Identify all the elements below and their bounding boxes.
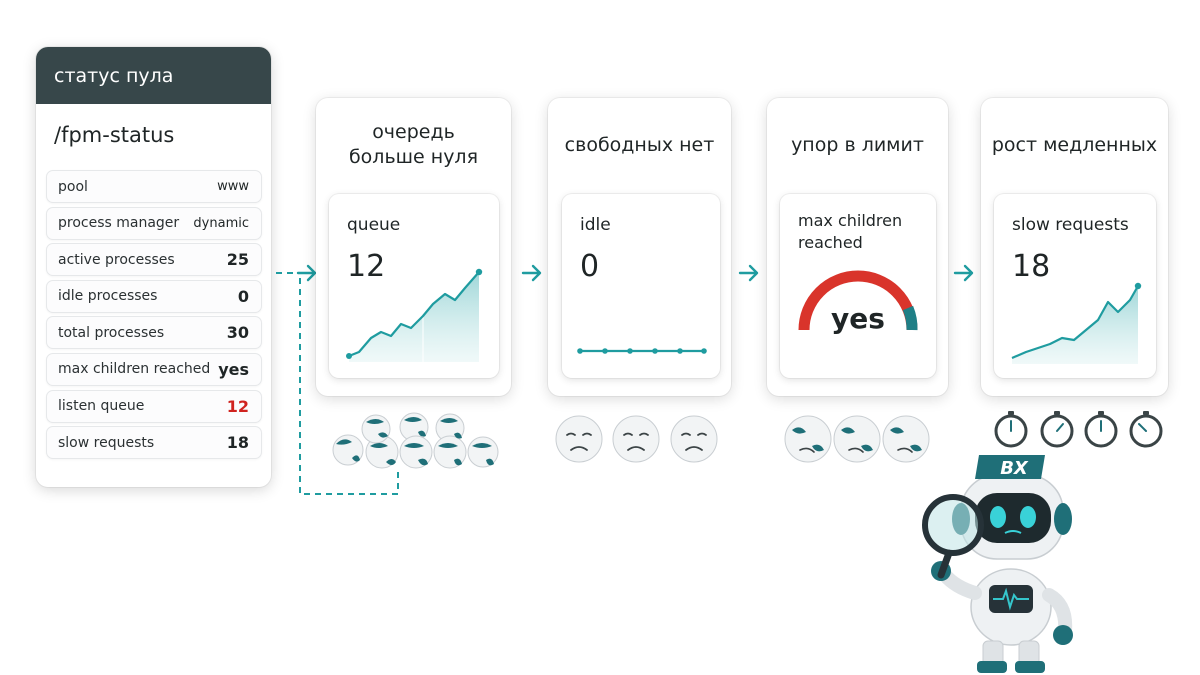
metric-value: 0 <box>580 249 600 284</box>
row-label: idle processes <box>58 288 158 305</box>
queue-trend-chart <box>346 268 483 362</box>
metric-value: 12 <box>347 249 386 284</box>
row-label: pool <box>58 178 88 195</box>
status-row-idle-processes: idle processes 0 <box>46 279 262 313</box>
panel-path: /fpm-status <box>54 123 175 147</box>
row-value: dynamic <box>193 215 249 231</box>
metric-box: queue 12 <box>329 194 499 378</box>
row-value-alert: 12 <box>226 396 249 416</box>
metric-label: max children reached <box>798 211 903 252</box>
card-max-children: упор в лимит max children reached yes <box>767 98 948 396</box>
row-value: 0 <box>237 286 249 306</box>
metric-box: idle 0 <box>562 194 720 378</box>
metric-box: slow requests 18 <box>994 194 1156 378</box>
gauge-value: yes <box>831 302 885 335</box>
card-queue: очередь больше нуля queue 12 <box>316 98 511 396</box>
row-value: 18 <box>226 433 249 453</box>
card-idle: свободных нет idle 0 <box>548 98 731 396</box>
row-label: slow requests <box>58 434 155 451</box>
row-value: yes <box>218 359 249 379</box>
card-title: свободных нет <box>564 134 715 156</box>
slow-requests-trend-chart <box>1011 282 1142 364</box>
arrow-right-icon <box>738 264 759 282</box>
row-label: total processes <box>58 324 165 341</box>
row-label: listen queue <box>58 398 145 415</box>
metric-box: max children reached yes <box>780 194 936 378</box>
queued-request-balls-icon <box>332 412 499 469</box>
status-row-pool: pool www <box>46 170 262 203</box>
worried-face-balls-icon <box>784 415 930 463</box>
status-row-total-processes: total processes 30 <box>46 316 262 350</box>
stopwatch-clocks-icon <box>994 411 1163 448</box>
card-slow-requests: рост медленных slow requests 18 <box>981 98 1168 396</box>
card-title: упор в лимит <box>791 134 924 156</box>
status-row-slow-requests: slow requests 18 <box>46 426 262 460</box>
metric-label: queue <box>347 215 401 235</box>
status-list: pool www process manager dynamic active … <box>46 170 262 463</box>
arrow-right-icon <box>296 264 317 282</box>
metric-label: slow requests <box>1012 215 1129 235</box>
robot-badge: BX <box>1000 458 1028 479</box>
status-panel: статус пула /fpm-status pool www process… <box>36 47 271 487</box>
status-row-active-processes: active processes 25 <box>46 243 262 277</box>
status-row-listen-queue: listen queue 12 <box>46 389 262 423</box>
limit-gauge <box>798 270 918 331</box>
row-label: active processes <box>58 251 175 268</box>
panel-title: статус пула <box>36 47 271 104</box>
card-title: очередь больше нуля <box>348 121 479 168</box>
card-title: рост медленных <box>991 134 1158 156</box>
metric-value: 18 <box>1012 249 1051 284</box>
row-value: 30 <box>226 323 249 343</box>
arrow-right-icon <box>953 264 974 282</box>
idle-flat-chart <box>577 348 707 354</box>
arrow-right-icon <box>521 264 542 282</box>
status-row-process-manager: process manager dynamic <box>46 206 262 240</box>
row-label: max children reached <box>58 361 211 378</box>
sad-face-balls-icon <box>555 415 718 463</box>
row-value: www <box>217 179 249 194</box>
robot-with-magnifier-icon <box>922 455 1073 673</box>
row-value: 25 <box>226 250 249 270</box>
metric-label: idle <box>580 215 611 235</box>
status-row-max-children-reached: max children reached yes <box>46 352 262 386</box>
row-label: process manager <box>58 215 180 232</box>
